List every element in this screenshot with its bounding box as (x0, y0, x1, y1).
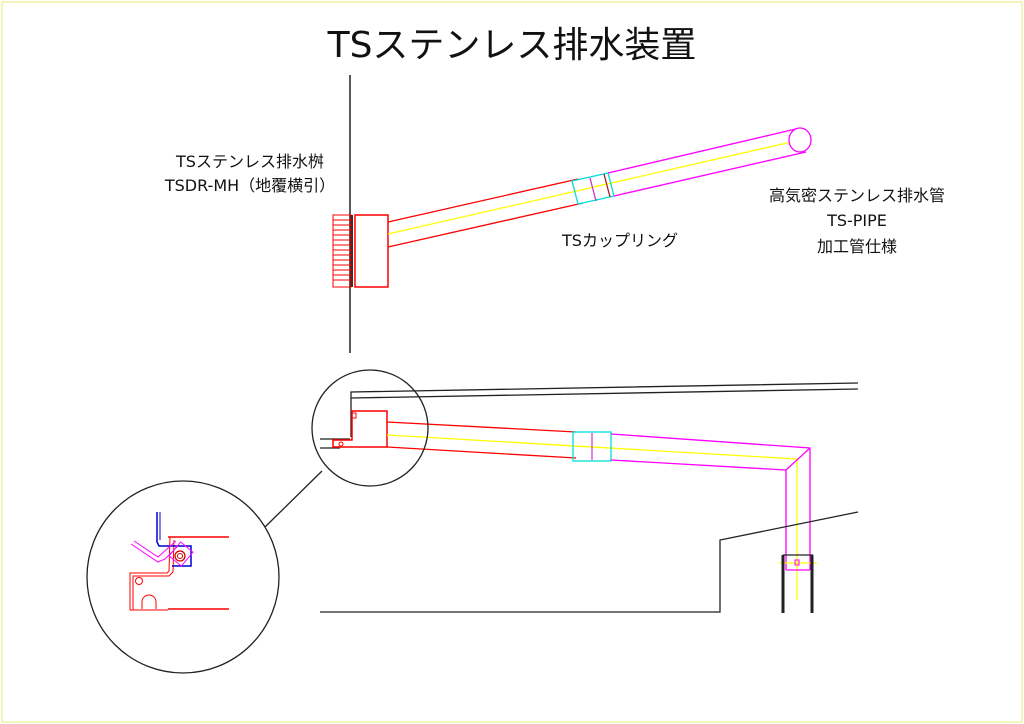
enlarged-detail (129, 512, 229, 611)
drawing-title: TSステンレス排水装置 (327, 25, 697, 66)
detail-enlarged-circle (86, 480, 280, 674)
plan-view (332, 75, 812, 353)
pipe-bottom-edge (387, 202, 584, 248)
detail-callout-circle (311, 369, 429, 487)
pipe-spec-label: 加工管仕様 (817, 237, 897, 256)
pipe-centerline (387, 139, 801, 235)
coupling-label: TSカップリング (561, 231, 678, 250)
pipe-end (788, 127, 812, 153)
ground-line (320, 511, 859, 613)
catch-basin-grille (332, 214, 353, 288)
ts-pipe-bottom (613, 151, 807, 197)
drain-terminal (781, 554, 814, 613)
pipe-top-edge (387, 178, 579, 223)
pipe-model-label: TS-PIPE (826, 211, 887, 230)
section-view (320, 382, 859, 613)
catch-basin-label: TSステンレス排水桝 (175, 152, 324, 171)
section-coupling (572, 431, 612, 462)
catch-basin-model-label: TSDR-MH（地覆横引） (164, 176, 335, 195)
coupling (571, 172, 615, 205)
catch-basin-body (354, 214, 389, 288)
ts-pipe-top (607, 127, 801, 174)
callout-leader (264, 470, 323, 528)
pipe-label: 高気密ステンレス排水管 (769, 186, 945, 205)
